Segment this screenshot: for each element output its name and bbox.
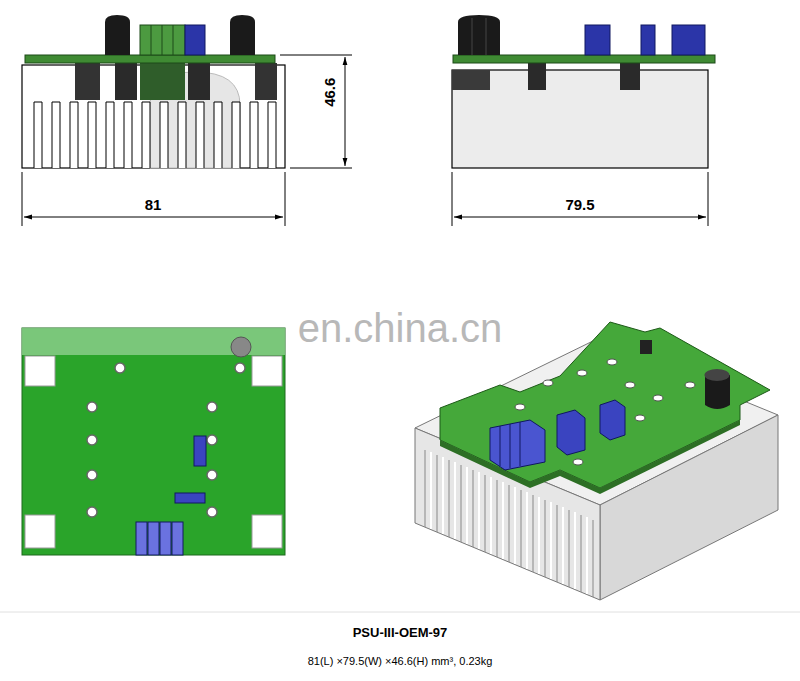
pcb-top-view: [22, 328, 285, 555]
front-dimensions: [22, 55, 352, 226]
drawing-caption: 81(L) ×79.5(W) ×46.6(H) mm³, 0.23kg: [308, 655, 493, 667]
separator-line: [0, 612, 800, 613]
dimension-label: 46.6: [323, 77, 340, 106]
dimension-label: 81: [145, 197, 162, 214]
side-dimensions: [452, 172, 708, 226]
isometric-view: [415, 322, 778, 600]
front-view: [22, 15, 285, 168]
drawing-title: PSU-III-OEM-97: [353, 626, 448, 640]
side-view: [452, 15, 715, 168]
watermark: en.china.cn: [298, 306, 503, 350]
dimension-label: 79.5: [565, 197, 594, 214]
